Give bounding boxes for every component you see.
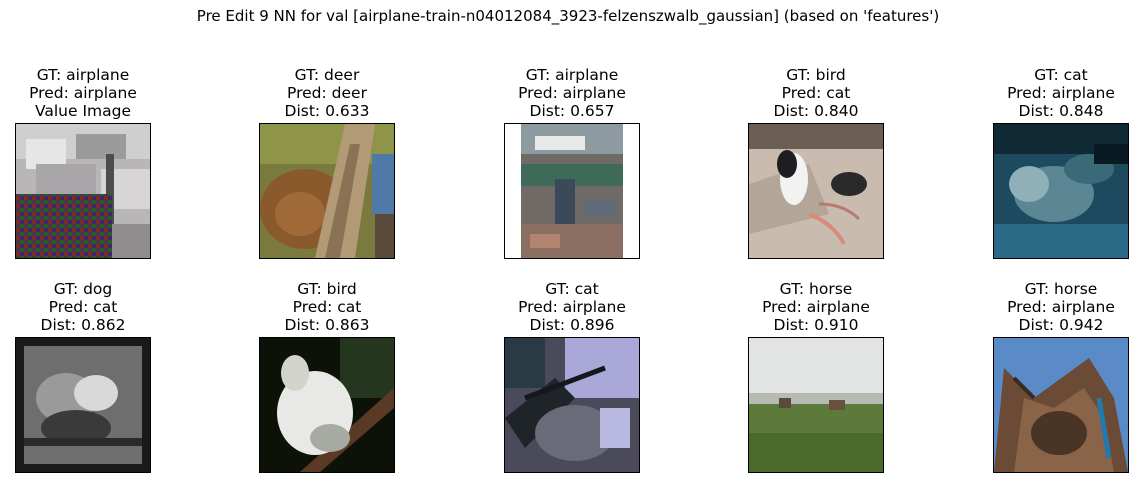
cell-title: GT: dog Pred: cat Dist: 0.862 — [0, 280, 191, 334]
dist-label: Dist: 0.840 — [773, 102, 859, 120]
thumbnail-image — [993, 123, 1129, 259]
dist-label: Dist: 0.862 — [40, 316, 126, 334]
pred-label: Pred: cat — [48, 298, 118, 316]
gt-label: GT: horse — [1024, 280, 1098, 298]
gt-label: GT: deer — [294, 66, 360, 84]
pred-label: Pred: cat — [781, 84, 851, 102]
dist-label: Dist: 0.910 — [773, 316, 859, 334]
pred-label: Pred: airplane — [762, 298, 870, 316]
cell-title: GT: cat Pred: airplane Dist: 0.848 — [953, 66, 1136, 120]
pred-label: Pred: airplane — [518, 298, 626, 316]
thumbnail-image — [748, 123, 884, 259]
cell-title: GT: horse Pred: airplane Dist: 0.910 — [708, 280, 924, 334]
dist-label: Dist: 0.848 — [1018, 102, 1104, 120]
cell-title: GT: horse Pred: airplane Dist: 0.942 — [953, 280, 1136, 334]
pred-label: Pred: airplane — [1007, 298, 1115, 316]
cell-title: GT: airplane Pred: airplane Dist: 0.657 — [464, 66, 680, 120]
thumbnail-image — [504, 123, 640, 259]
cell-title: GT: airplane Pred: airplane Value Image — [0, 66, 191, 120]
gt-label: GT: airplane — [525, 66, 619, 84]
dist-label: Dist: 0.942 — [1018, 316, 1104, 334]
thumbnail-image — [504, 337, 640, 473]
dist-label: Dist: 0.657 — [529, 102, 615, 120]
gt-label: GT: bird — [297, 280, 357, 298]
pred-label: Pred: cat — [292, 298, 362, 316]
figure-title: Pre Edit 9 NN for val [airplane-train-n0… — [196, 7, 940, 25]
thumbnail-image — [259, 337, 395, 473]
pred-label: Pred: airplane — [518, 84, 626, 102]
cell-title: GT: bird Pred: cat Dist: 0.863 — [219, 280, 435, 334]
gt-label: GT: horse — [779, 280, 853, 298]
pred-label: Pred: airplane — [1007, 84, 1115, 102]
cell-title: GT: cat Pred: airplane Dist: 0.896 — [464, 280, 680, 334]
dist-label: Dist: 0.633 — [284, 102, 370, 120]
thumbnail-image — [15, 123, 151, 259]
dist-label: Dist: 0.896 — [529, 316, 615, 334]
gt-label: GT: bird — [786, 66, 846, 84]
cell-title: GT: deer Pred: deer Dist: 0.633 — [219, 66, 435, 120]
cell-title: GT: bird Pred: cat Dist: 0.840 — [708, 66, 924, 120]
gt-label: GT: airplane — [36, 66, 130, 84]
thumbnail-image — [748, 337, 884, 473]
pred-label: Pred: airplane — [29, 84, 137, 102]
dist-label: Dist: 0.863 — [284, 316, 370, 334]
gt-label: GT: cat — [545, 280, 599, 298]
thumbnail-image — [993, 337, 1129, 473]
pred-label: Pred: deer — [287, 84, 367, 102]
gt-label: GT: dog — [53, 280, 113, 298]
gt-label: GT: cat — [1034, 66, 1088, 84]
thumbnail-image — [15, 337, 151, 473]
thumbnail-image — [259, 123, 395, 259]
value-label: Value Image — [34, 102, 132, 120]
